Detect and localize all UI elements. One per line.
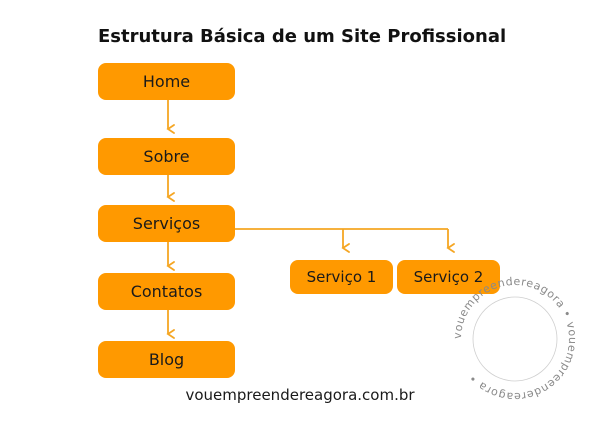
node-servico-1-label: Serviço 1	[306, 268, 377, 286]
node-servico-2: Serviço 2	[397, 260, 500, 294]
watermark-text: vouempreendereagora • vouempreendereagor…	[451, 275, 579, 403]
node-servico-2-label: Serviço 2	[413, 268, 484, 286]
node-home-label: Home	[142, 72, 191, 91]
node-servicos-label: Serviços	[132, 214, 201, 233]
footer-url: vouempreendereagora.com.br	[185, 386, 415, 404]
node-servico-1: Serviço 1	[290, 260, 393, 294]
node-blog-label: Blog	[148, 350, 185, 369]
node-sobre-label: Sobre	[143, 147, 190, 166]
node-contatos: Contatos	[98, 273, 235, 310]
diagram-title: Estrutura Básica de um Site Profissional	[98, 26, 507, 47]
node-blog: Blog	[98, 341, 235, 378]
node-home: Home	[98, 63, 235, 100]
node-sobre: Sobre	[98, 138, 235, 175]
watermark-stamp: vouempreendereagora • vouempreendereagor…	[451, 275, 579, 403]
node-servicos: Serviços	[98, 205, 235, 242]
node-contatos-label: Contatos	[130, 282, 203, 301]
watermark-text-path: vouempreendereagora • vouempreendereagor…	[451, 275, 579, 403]
